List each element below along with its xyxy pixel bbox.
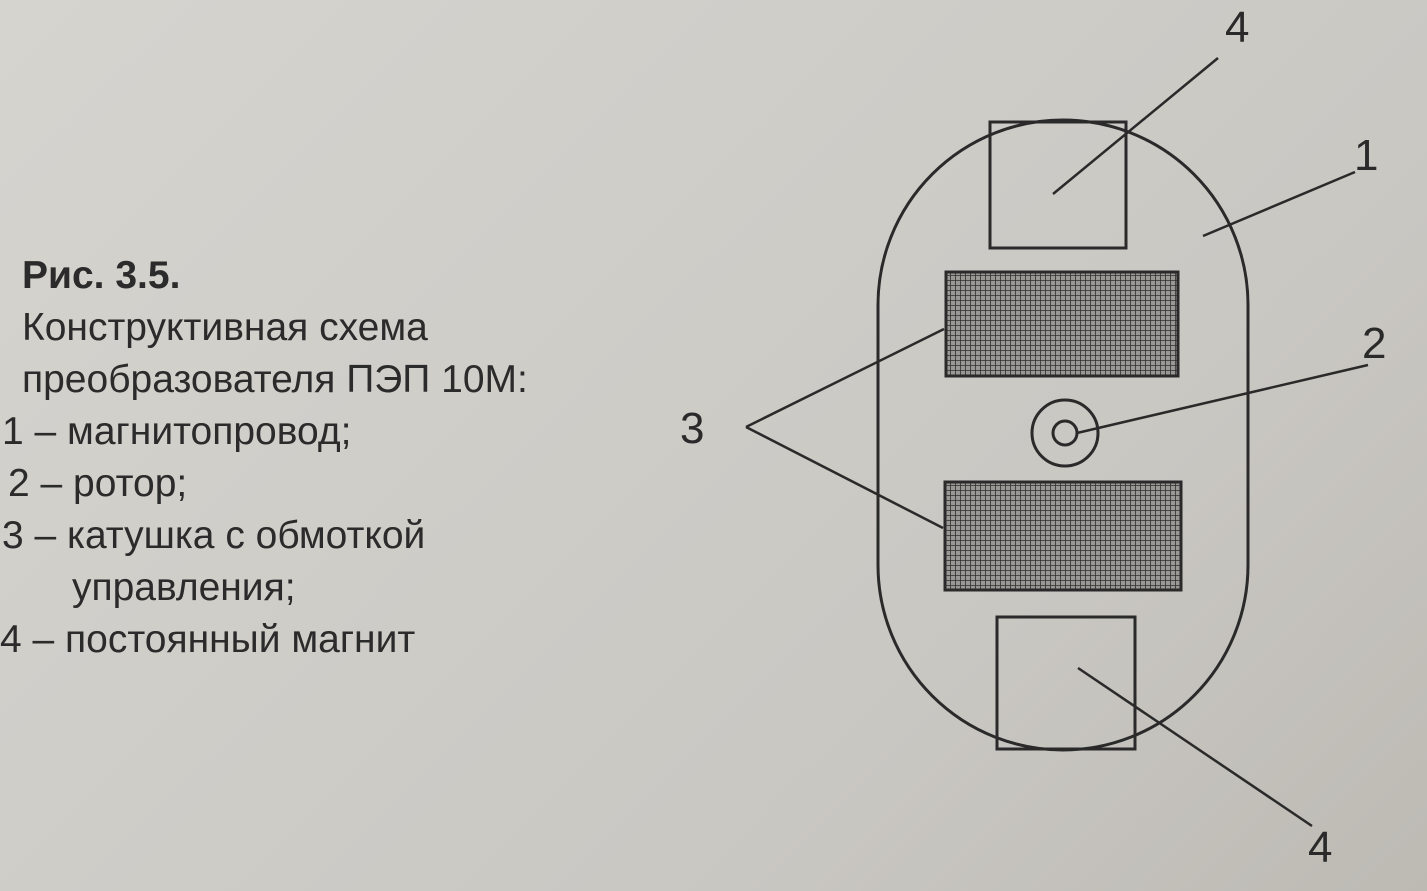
- permanent-magnet-top: [988, 120, 1128, 250]
- caption-line-4: 2 – ротор;: [8, 462, 188, 505]
- leader-line-magnet-top: [1052, 57, 1219, 195]
- callout-magnet-bottom: 4: [1308, 823, 1332, 872]
- caption-line-5: 3 – катушка с обмоткой: [2, 514, 426, 557]
- leader-line-core: [1202, 170, 1356, 238]
- figure-caption: Рис. 3.5. Конструктивная схема преобразо…: [0, 250, 560, 666]
- magnetic-core-outline: [876, 118, 1250, 752]
- caption-line-2: преобразователя ПЭП 10М:: [22, 358, 528, 401]
- callout-magnet-top: 4: [1225, 3, 1249, 52]
- callout-magnetic-core: 1: [1354, 131, 1378, 180]
- control-coil-top: [944, 270, 1180, 378]
- rotor-shaft: [1051, 419, 1079, 447]
- caption-line-7: 4 – постоянный магнит: [0, 618, 416, 661]
- control-coil-bottom: [943, 480, 1183, 592]
- caption-line-6: управления;: [72, 566, 296, 609]
- callout-rotor: 2: [1362, 319, 1386, 368]
- callout-coil: 3: [680, 404, 704, 453]
- caption-line-3: 1 – магнитопровод;: [2, 410, 352, 453]
- leader-line-coil-top: [745, 327, 945, 429]
- leader-line-coil-bottom: [745, 425, 944, 530]
- leader-line-rotor: [1076, 363, 1369, 435]
- caption-line-1: Конструктивная схема: [22, 306, 428, 349]
- permanent-magnet-bottom: [995, 615, 1137, 751]
- caption-title: Рис. 3.5.: [22, 254, 181, 297]
- leader-line-magnet-bottom: [1077, 666, 1313, 828]
- rotor-outer-ring: [1030, 398, 1100, 468]
